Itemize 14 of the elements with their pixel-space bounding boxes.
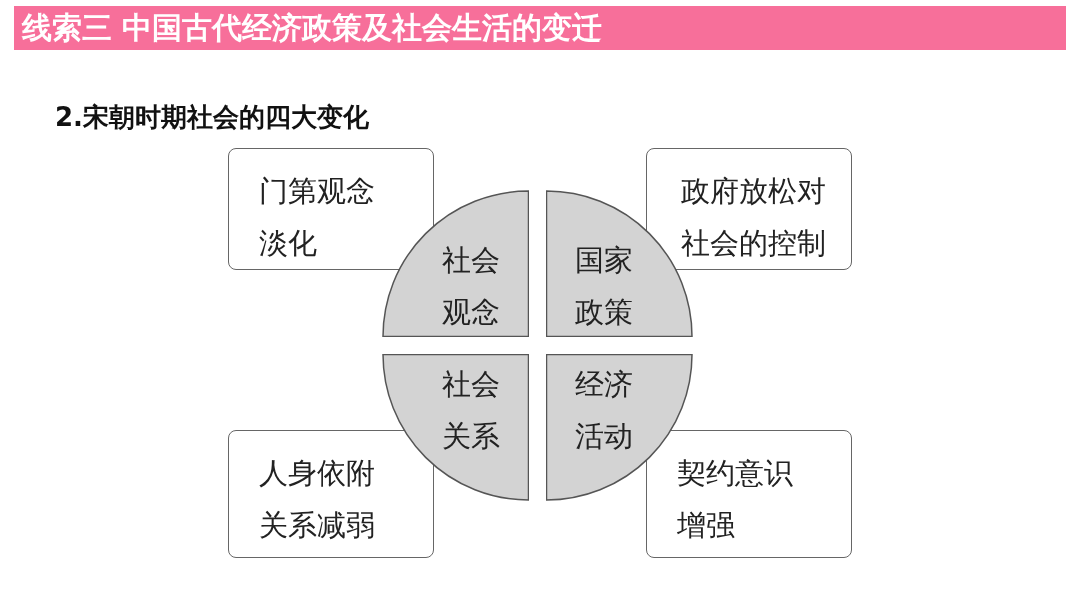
quadrant-text: 经济活动 [574, 366, 634, 455]
text-box [646, 430, 852, 558]
box-text: 门第观念淡化 [259, 173, 376, 262]
page-title: 线索三 中国古代经济政策及社会生活的变迁 [22, 9, 603, 47]
quadrant-text: 国家政策 [574, 242, 634, 331]
box-text: 契约意识增强 [677, 455, 794, 544]
text-box [228, 430, 434, 558]
box-text: 人身依附关系减弱 [259, 455, 376, 544]
text-box [228, 148, 434, 270]
quadrant-text: 社会观念 [441, 242, 501, 331]
quadrant-text: 社会关系 [441, 366, 501, 455]
text-box [646, 148, 852, 270]
section-heading: 2.宋朝时期社会的四大变化 [55, 101, 369, 134]
box-text: 政府放松对社会的控制 [681, 173, 827, 262]
